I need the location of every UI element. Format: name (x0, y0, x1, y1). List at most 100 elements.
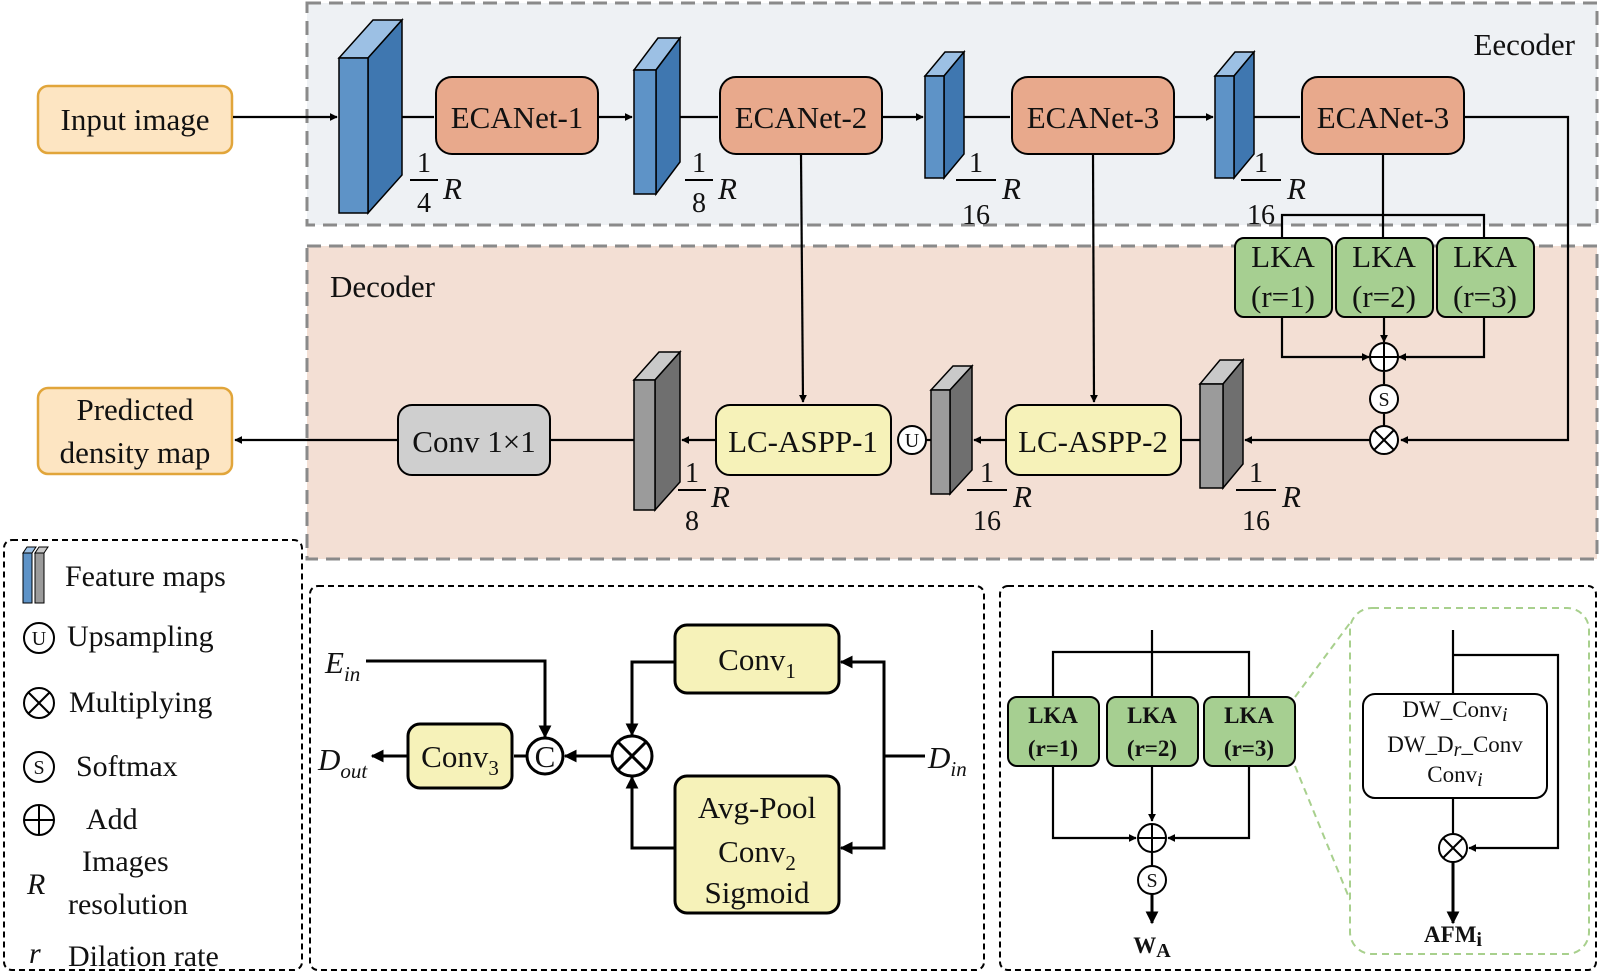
legend-softmax: Softmax (76, 750, 178, 783)
scale-den: 16 (973, 506, 1001, 537)
output-box (36, 386, 234, 476)
legend-add: Add (86, 803, 138, 836)
multiply-symbol-top (1369, 425, 1399, 455)
conv2-label: Conv2 (718, 834, 796, 875)
conv3-sub: 3 (488, 756, 499, 780)
lka-top-r2: LKA (r=2) (1335, 237, 1434, 318)
legend-feature-maps: Feature maps (65, 560, 226, 593)
lka-detail-r2: LKA (r=2) (1106, 696, 1199, 767)
conv2-sub: 2 (785, 851, 796, 875)
aspp-d-in: Din (927, 740, 967, 781)
scale-num: 1 (969, 148, 983, 179)
ecanet-3-label: ECANet-3 (1027, 100, 1160, 135)
conv1-sub: 1 (785, 659, 796, 683)
output-label-line1: Predicted (76, 392, 194, 427)
avgpool-box (673, 774, 841, 915)
encoder-scale-3: 1 16 R (956, 148, 1021, 231)
softmax-symbol-lka-detail: S (1137, 865, 1167, 895)
zoom-line-top (1294, 622, 1351, 698)
conv1-box (673, 623, 841, 695)
lka-detail-r3: LKA (r=3) (1203, 696, 1296, 767)
decoder-feature-map-3 (1198, 357, 1245, 491)
decoder-feature-map-1 (632, 350, 682, 512)
lka-top-r3-name: LKA (1453, 239, 1517, 274)
scale-num: 1 (1254, 148, 1268, 179)
lka-detail-r2-rate: (r=2) (1127, 736, 1177, 761)
legend-feature-maps-icon (22, 546, 49, 604)
scale-var: R (717, 171, 737, 206)
multiply-symbol-aspp (610, 734, 654, 778)
lka-top-r1: LKA (r=1) (1234, 237, 1333, 318)
lka-top-r2-name: LKA (1352, 239, 1416, 274)
dw-d-sub: r (1454, 739, 1462, 761)
aspp-d-out: Dout (317, 742, 368, 783)
lka-detail-r3-rate: (r=3) (1224, 736, 1274, 761)
decoder-scale-3: 1 16 R (1236, 458, 1301, 537)
dw-d-tail: _Conv (1460, 732, 1523, 757)
encoder-scale-1: 1 4 R (410, 148, 462, 219)
conv3-label: Conv3 (421, 739, 499, 780)
legend-box (3, 539, 303, 971)
add-symbol-lka-detail (1137, 823, 1167, 853)
conv-i-label: Convi (1427, 762, 1482, 791)
scale-den: 16 (1247, 200, 1275, 231)
scale-var: R (1286, 171, 1306, 206)
scale-den: 8 (692, 188, 706, 219)
scale-num: 1 (1249, 458, 1263, 489)
softmax-symbol-top: S (1369, 384, 1399, 414)
legend-r-symbol: R (26, 868, 45, 901)
encoder-connections (233, 113, 1570, 444)
softmax-top-letter: S (1378, 389, 1389, 411)
scale-num: 1 (417, 148, 431, 179)
encoder-title: Eecoder (1473, 27, 1575, 62)
lc-aspp-2-label: LC-ASPP-2 (1018, 424, 1168, 459)
lka-detail-r1: LKA (r=1) (1007, 696, 1100, 767)
lka-top-r3: LKA (r=3) (1436, 237, 1535, 318)
lka-detail-r1-rate: (r=1) (1028, 736, 1078, 761)
lka-output-wa-sub: A (1156, 940, 1171, 962)
sigmoid-label: Sigmoid (704, 875, 810, 910)
legend-multiplying: Multiplying (69, 686, 212, 719)
lka-zoom-connections (1446, 630, 1560, 925)
legend-add-icon (23, 804, 55, 836)
encoder-feature-map-4 (1213, 49, 1256, 181)
dw-conv-sub: i (1502, 704, 1508, 726)
output-label-line2: density map (60, 435, 211, 470)
dw-d-conv-label: DW_Dr_Conv (1387, 732, 1523, 761)
conv1-label: Conv1 (718, 642, 796, 683)
avgpool-label: Avg-Pool (698, 790, 816, 825)
lka-output-wa: WA (1133, 933, 1171, 962)
scale-var: R (710, 479, 730, 514)
lka-top-connections (1280, 317, 1486, 426)
legend-multiply-icon (23, 687, 55, 719)
aspp-d-in-sub: in (950, 757, 966, 781)
scale-num: 1 (685, 458, 699, 489)
legend-upsampling: Upsampling (67, 620, 214, 653)
aspp-d-out-sub: out (340, 759, 368, 783)
ecanet-2-label: ECANet-2 (735, 100, 868, 135)
legend-upsampling-icon: U (23, 622, 55, 654)
decoder-scale-2: 1 16 R (967, 458, 1032, 537)
multiply-symbol-lka-zoom (1438, 833, 1468, 863)
legend-dilation: Dilation rate (68, 940, 219, 973)
upsample-letter: U (905, 430, 920, 452)
lka-detail-r1-name: LKA (1028, 703, 1078, 728)
lc-aspp-1-label: LC-ASPP-1 (728, 424, 878, 459)
decoder-title: Decoder (330, 269, 436, 304)
legend-images-line2: resolution (68, 888, 188, 921)
scale-var: R (1281, 479, 1301, 514)
encoder-feature-map-2 (632, 35, 682, 197)
concat-symbol: C (525, 736, 565, 776)
input-image-box (36, 84, 234, 155)
input-image-label: Input image (61, 102, 210, 137)
legend-softmax-letter: S (33, 757, 44, 779)
scale-var: R (1012, 479, 1032, 514)
lka-top-r1-name: LKA (1251, 239, 1315, 274)
legend-softmax-icon: S (23, 751, 55, 783)
ecanet-1-box (435, 76, 599, 155)
dw-conv-label: DW_Convi (1402, 697, 1507, 726)
scale-num: 1 (980, 458, 994, 489)
zoom-line-bottom (1294, 765, 1351, 901)
encoder-feature-map-1 (337, 18, 404, 215)
